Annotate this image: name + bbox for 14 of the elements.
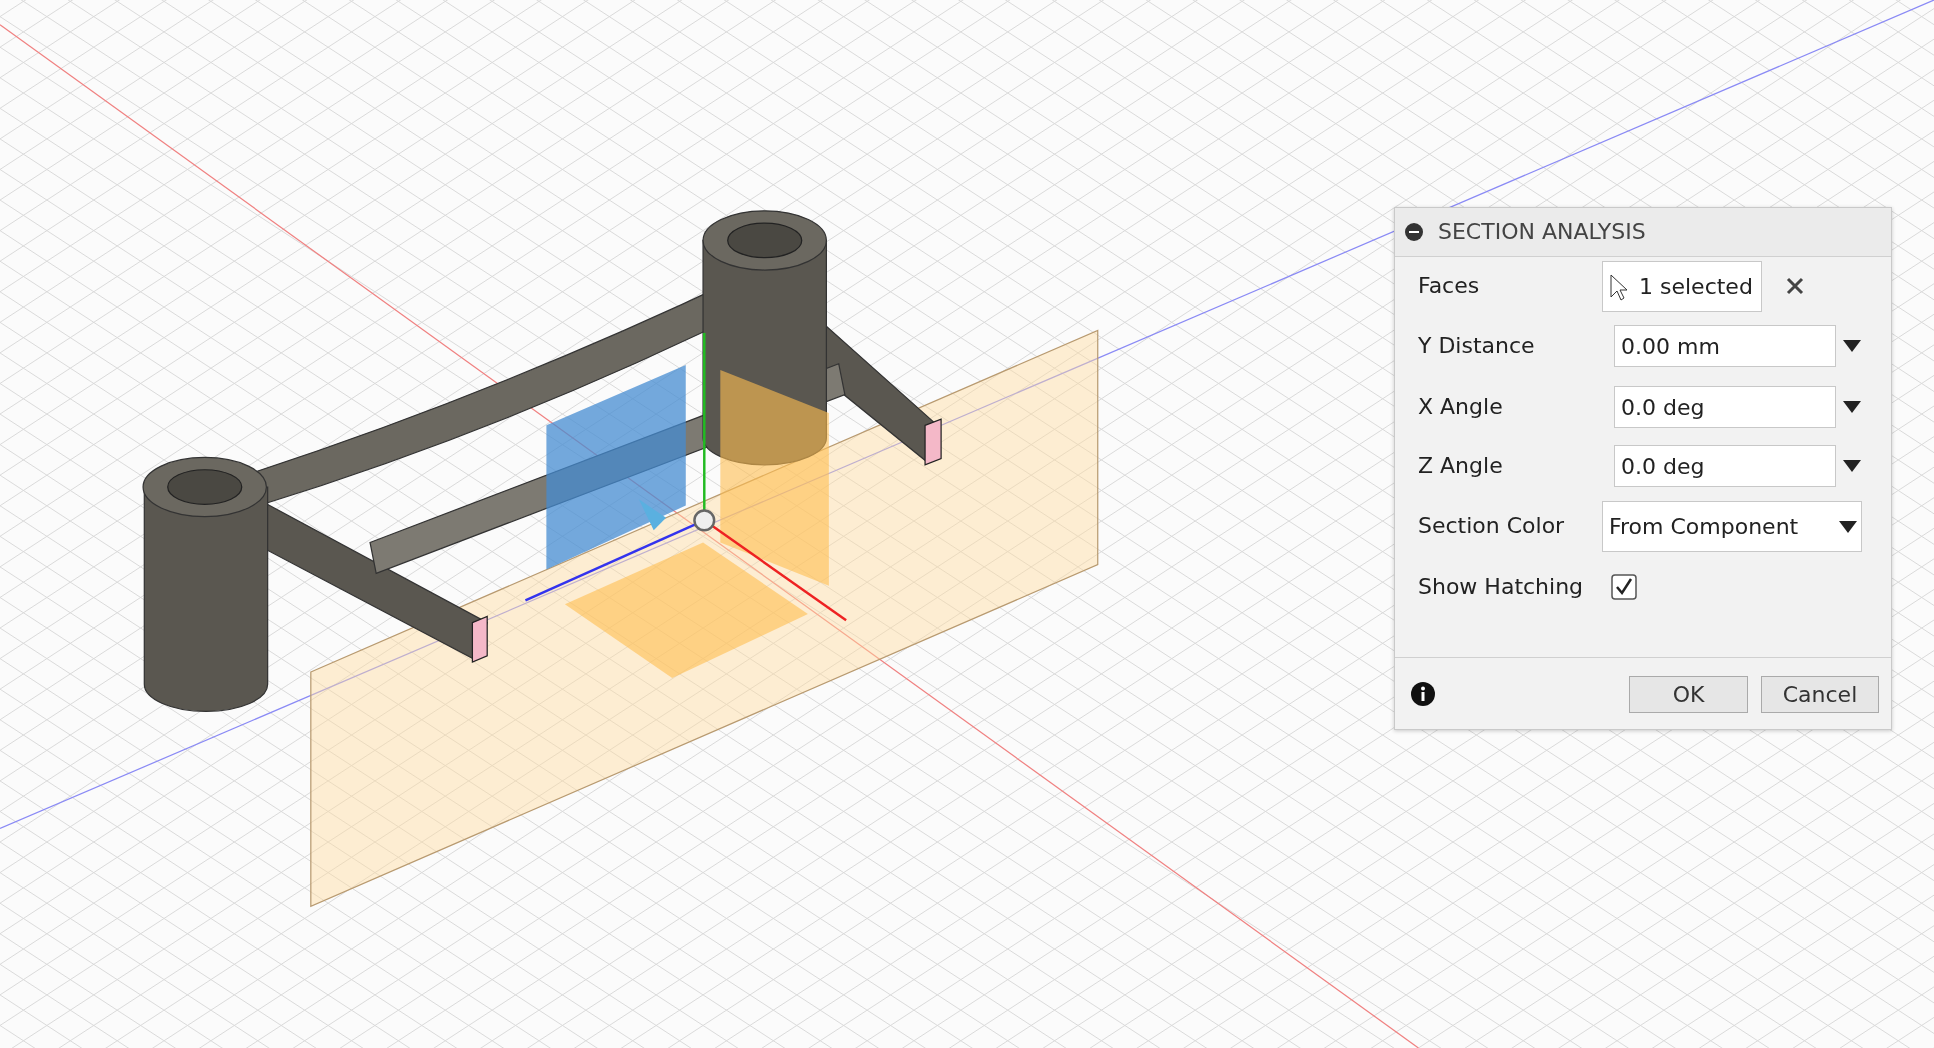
field-label: X Angle <box>1418 393 1503 421</box>
selection-field: 1 selected <box>1602 261 1762 312</box>
panel-title: SECTION ANALYSIS <box>1438 218 1646 246</box>
dropdown-field: From Component <box>1602 501 1862 552</box>
field-label: Faces <box>1418 272 1480 300</box>
field-label: Y Distance <box>1418 332 1535 360</box>
field-label: Show Hatching <box>1418 573 1584 601</box>
input-field: 0.0 deg <box>1614 445 1836 487</box>
input-field: 0.0 deg <box>1614 386 1836 428</box>
field-label: Z Angle <box>1418 452 1503 480</box>
ok-button: OK <box>1629 676 1748 713</box>
cancel-button: Cancel <box>1761 676 1879 713</box>
field-label: Section Color <box>1418 512 1565 540</box>
input-field: 0.00 mm <box>1614 325 1836 367</box>
